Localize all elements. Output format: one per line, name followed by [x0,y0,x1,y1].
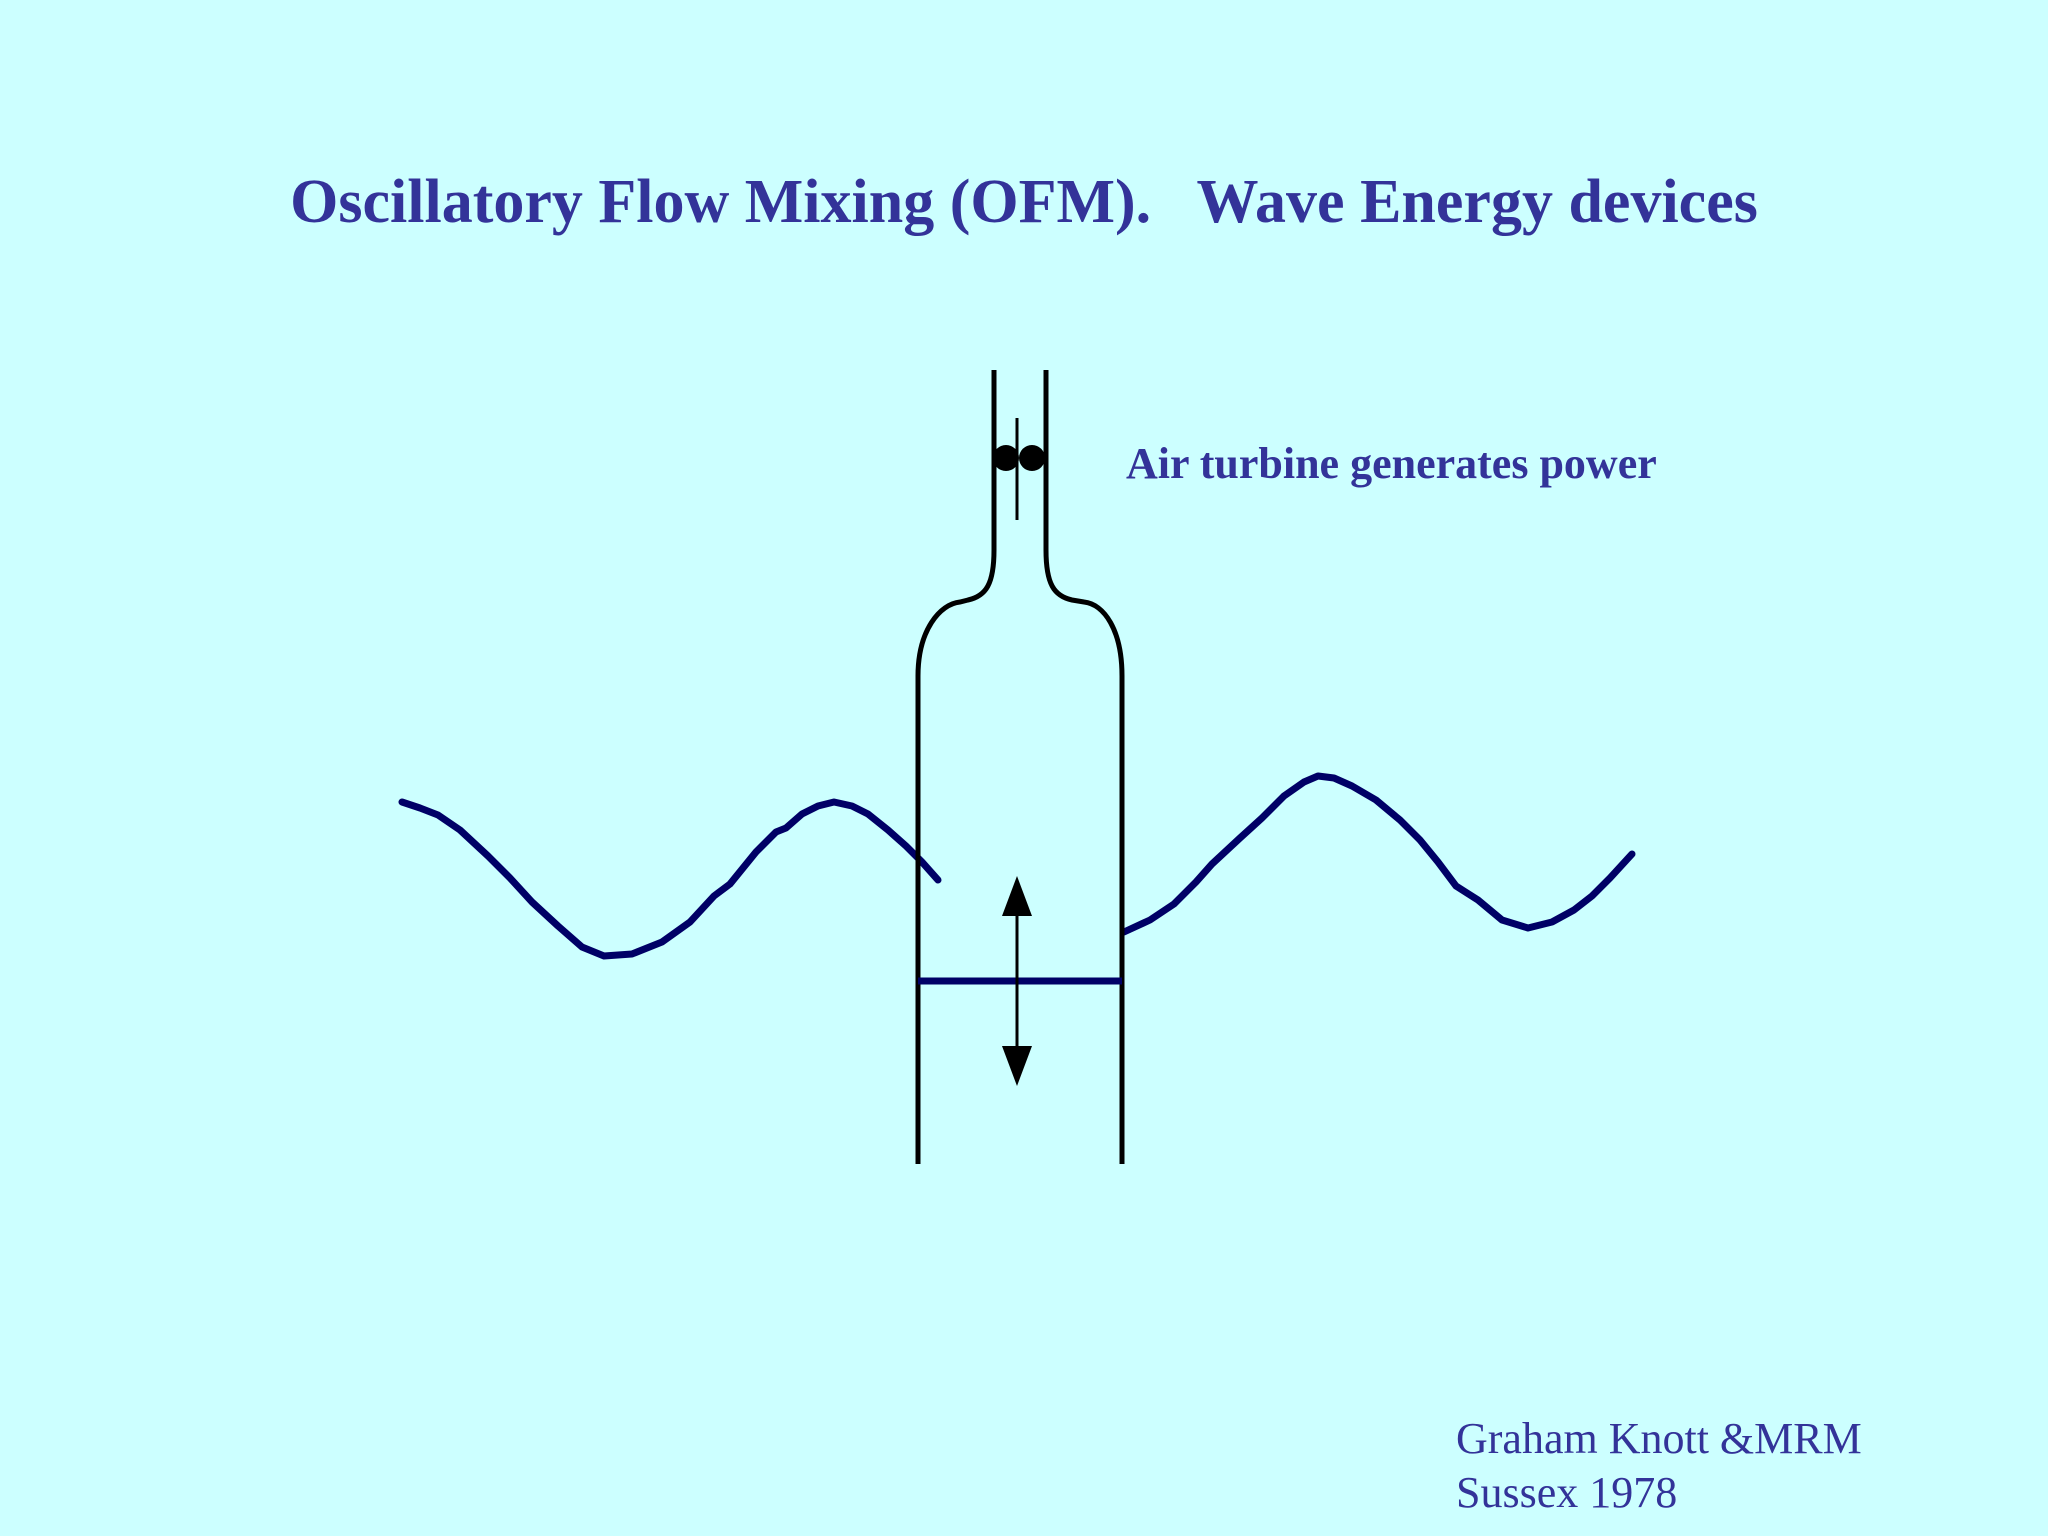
column-right-wall [1043,370,1125,1164]
wave-right [1120,772,1636,936]
turbine-label: Air turbine generates power [1126,439,1657,488]
turbine-blade-left [993,445,1019,471]
turbine-blade-right [1019,445,1045,471]
credits-place-year: Sussex 1978 [1456,1468,1678,1517]
slide-title: Oscillatory Flow Mixing (OFM). Wave Ener… [290,168,1758,236]
wave-left [398,798,942,960]
column-left-wall [915,370,997,1164]
arrow-down-icon [1002,1046,1032,1086]
arrow-up-icon [1002,876,1032,916]
credits: Graham Knott &MRM Sussex 1978 [1456,1412,1862,1520]
credits-authors: Graham Knott &MRM [1456,1414,1862,1463]
